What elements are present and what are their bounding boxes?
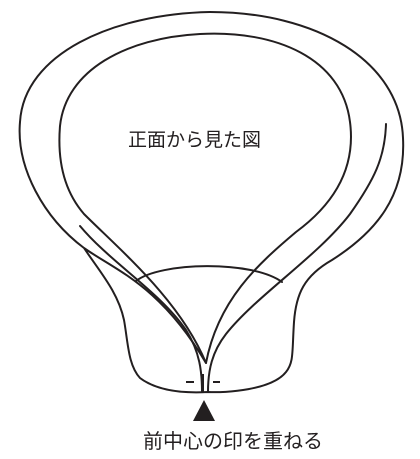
triangle-up-arrow-icon — [193, 400, 215, 421]
inner-neck-loop — [58, 32, 352, 364]
outer-outline — [18, 11, 405, 394]
diagram-caption: 前中心の印を重ねる — [143, 429, 323, 453]
diagram-title: 正面から見た図 — [128, 129, 261, 151]
left-strap-curve — [79, 225, 203, 393]
back-arc — [135, 265, 283, 283]
right-strap-curve — [207, 123, 387, 393]
